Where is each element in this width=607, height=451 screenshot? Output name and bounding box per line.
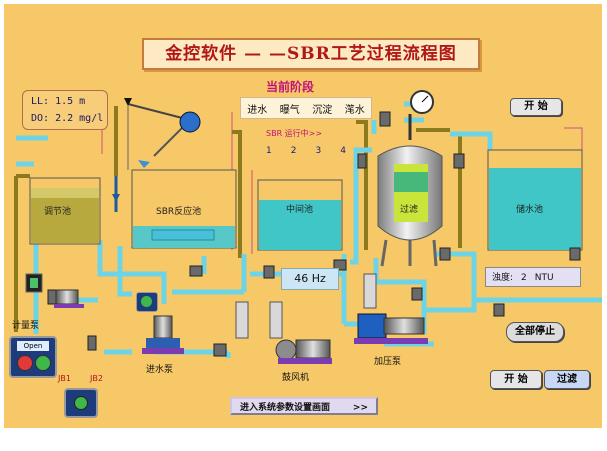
jb2-label: JB2 <box>90 374 103 383</box>
scada-screen: 金控软件 — —SBR工艺过程流程图 LL: 1.5 m DO: 2.2 mg/… <box>4 4 602 428</box>
flow-meters <box>235 273 377 339</box>
frequency-display: 46 Hz <box>281 268 339 290</box>
turbidity-label: 浊度: <box>492 273 514 283</box>
chevron-right-icon: >> <box>352 403 368 413</box>
process-diagram <box>14 90 602 364</box>
inlet-pump-label: 进水泵 <box>146 365 174 375</box>
indicator-box <box>25 273 43 293</box>
enter-params-label: 进入系统参数设置画面 <box>240 403 331 413</box>
stage-number: 1 <box>266 146 272 156</box>
step-inflow: 进水 <box>247 104 268 116</box>
sbr-tank-label: SBR反应池 <box>156 207 202 217</box>
inlet-pump <box>142 315 184 354</box>
blower-label: 鼓风机 <box>282 373 310 383</box>
stage-number: 3 <box>315 146 322 156</box>
storage-tank <box>487 149 583 251</box>
jb1-label: JB1 <box>58 374 71 383</box>
parameter-panel: LL: 1.5 m DO: 2.2 mg/l <box>22 90 108 130</box>
pump-status-lamp-icon <box>141 296 152 307</box>
inlet-pump-status-icon[interactable] <box>136 292 158 312</box>
storage-tank-label: 储水池 <box>516 205 544 215</box>
level-readout: LL: 1.5 m <box>31 96 86 107</box>
jb-green-lamp-icon <box>74 396 88 410</box>
metering-control-panel[interactable]: Open <box>9 336 57 378</box>
sbr-running-indicator: SBR 运行中>> <box>266 129 323 138</box>
page-title: 金控软件 — —SBR工艺过程流程图 <box>142 38 480 70</box>
stage-number: 4 <box>340 146 346 156</box>
start-button-bottom[interactable]: 开 始 <box>490 370 542 389</box>
metering-pump <box>54 289 84 308</box>
start-button-top[interactable]: 开 始 <box>510 98 562 116</box>
red-lamp-icon <box>17 355 33 371</box>
filter-vessel <box>377 114 443 267</box>
do-readout: DO: 2.2 mg/l <box>31 113 104 124</box>
enter-params-button[interactable]: 进入系统参数设置画面 >> <box>230 397 378 415</box>
stage-number: 2 <box>290 146 297 156</box>
regulating-tank-label: 调节池 <box>44 207 72 217</box>
green-lamp-icon <box>35 355 51 371</box>
pressure-gauge <box>410 90 434 114</box>
valves <box>47 111 581 357</box>
regulating-tank <box>29 177 101 245</box>
intermediate-tank-label: 中间池 <box>286 205 314 215</box>
decanter <box>124 98 201 170</box>
blower-unit <box>275 339 332 364</box>
stop-all-button[interactable]: 全部停止 <box>506 322 564 342</box>
jb-switch[interactable] <box>64 388 98 418</box>
turbidity-display: 浊度: 2 NTU <box>485 267 581 287</box>
current-stage-title: 当前阶段 <box>266 80 315 94</box>
open-status: Open <box>17 341 49 351</box>
booster-pump <box>354 313 428 344</box>
sbr-reactor <box>112 169 237 249</box>
step-decant: 滗水 <box>344 104 365 116</box>
filter-button[interactable]: 过滤 <box>544 370 590 389</box>
turbidity-unit: NTU <box>534 273 554 283</box>
stage-steps: 进水 曝气 沉淀 滗水 <box>240 97 372 119</box>
step-settling: 沉淀 <box>312 104 333 116</box>
stage-numbers: 1 2 3 4 <box>266 146 346 156</box>
step-aeration: 曝气 <box>279 104 300 116</box>
turbidity-value: 2 <box>521 273 527 283</box>
metering-pump-label: 计量泵 <box>12 321 40 331</box>
booster-pump-label: 加压泵 <box>374 357 402 367</box>
intermediate-tank <box>257 179 343 251</box>
filter-label: 过滤 <box>400 205 419 215</box>
